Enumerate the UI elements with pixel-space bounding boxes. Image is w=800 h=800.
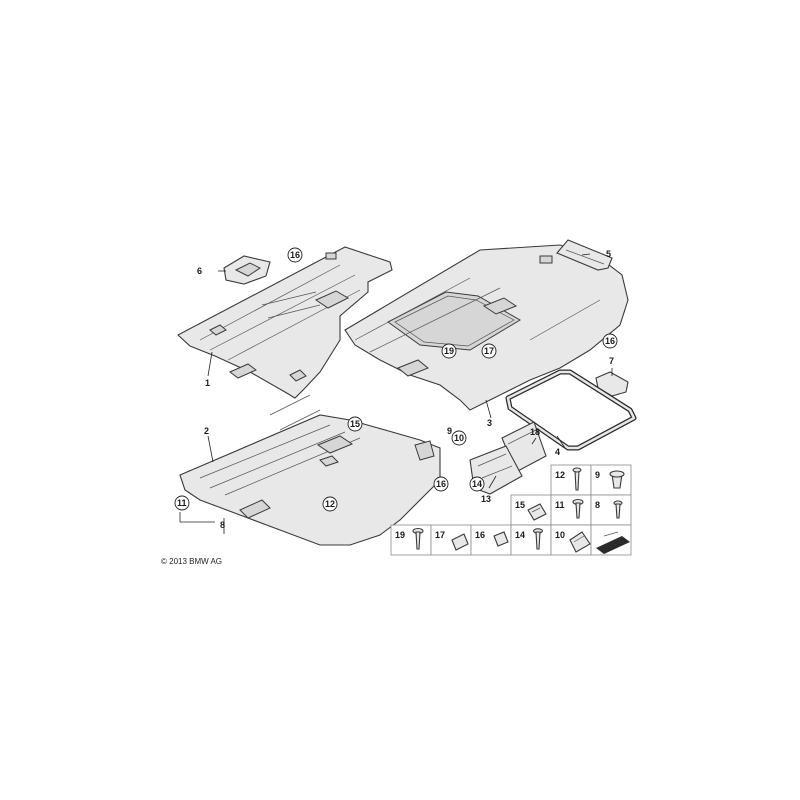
clip-10-icon xyxy=(569,531,591,553)
callout-12-ring xyxy=(322,496,338,512)
screw-8-icon xyxy=(613,500,623,519)
callout-11: 11 xyxy=(177,498,187,508)
part-6-overhead-console xyxy=(223,255,271,285)
screw-14-icon xyxy=(532,528,544,550)
callout-10-ring xyxy=(451,430,467,446)
callout-16c: 16 xyxy=(436,479,446,489)
callout-16b: 16 xyxy=(605,336,615,346)
callout-14: 14 xyxy=(472,479,482,489)
screw-11-icon xyxy=(572,498,584,519)
table-cell-14 xyxy=(510,524,552,556)
headliner-2 xyxy=(179,394,441,546)
table-label-9: 9 xyxy=(595,470,600,480)
rivet-12-icon xyxy=(572,467,582,491)
callout-18: 18 xyxy=(530,427,540,437)
callout-16b-ring xyxy=(602,333,618,349)
leader-lines xyxy=(179,253,613,534)
callout-1: 1 xyxy=(205,378,210,388)
parts-table: 12 9 15 11 8 19 17 16 14 10 xyxy=(390,464,632,556)
table-label-8: 8 xyxy=(595,500,600,510)
table-cell-12 xyxy=(550,464,592,496)
callouts: 6 1 2 3 4 5 7 8 9 18 13 16 16 16 19 17 1… xyxy=(174,247,618,530)
expansion-nut-9-icon xyxy=(609,470,625,489)
table-label-14: 14 xyxy=(515,530,525,540)
table-label-19: 19 xyxy=(395,530,405,540)
clip-15-icon xyxy=(527,503,547,521)
callout-8: 8 xyxy=(220,520,225,530)
callout-3: 3 xyxy=(487,418,492,428)
callout-16c-ring xyxy=(433,476,449,492)
pad-16-icon xyxy=(493,531,509,547)
headliner-1 xyxy=(177,246,393,399)
table-cell-11 xyxy=(550,494,592,526)
callout-16a: 16 xyxy=(290,250,300,260)
table-label-10: 10 xyxy=(555,530,565,540)
table-label-12: 12 xyxy=(555,470,565,480)
table-cell-8 xyxy=(590,494,632,526)
callout-13: 13 xyxy=(481,494,491,504)
part-4-sunroof-frame xyxy=(505,369,637,451)
table-label-16: 16 xyxy=(475,530,485,540)
callout-17: 17 xyxy=(484,346,494,356)
callout-12: 12 xyxy=(325,499,335,509)
table-label-17: 17 xyxy=(435,530,445,540)
callout-7: 7 xyxy=(609,356,614,366)
callout-15-ring xyxy=(347,416,363,432)
table-label-15: 15 xyxy=(515,500,525,510)
callout-16a-ring xyxy=(287,247,303,263)
callout-2: 2 xyxy=(204,426,209,436)
callout-19: 19 xyxy=(444,346,454,356)
tape-arrow-icon xyxy=(596,531,630,554)
callout-17-ring xyxy=(481,343,497,359)
callout-6: 6 xyxy=(197,266,202,276)
callout-5: 5 xyxy=(606,249,611,259)
callout-9: 9 xyxy=(447,426,452,436)
copyright-notice: © 2013 BMW AG xyxy=(161,557,223,566)
callout-14-ring xyxy=(469,476,485,492)
table-label-11: 11 xyxy=(555,500,565,510)
table-cell-9 xyxy=(590,464,632,496)
screw-19-icon xyxy=(412,527,424,550)
clip-17-icon xyxy=(451,533,469,551)
callout-11-ring xyxy=(174,495,190,511)
callout-4: 4 xyxy=(555,447,560,457)
callout-19-ring xyxy=(441,343,457,359)
callout-10: 10 xyxy=(454,433,464,443)
callout-15: 15 xyxy=(350,419,360,429)
